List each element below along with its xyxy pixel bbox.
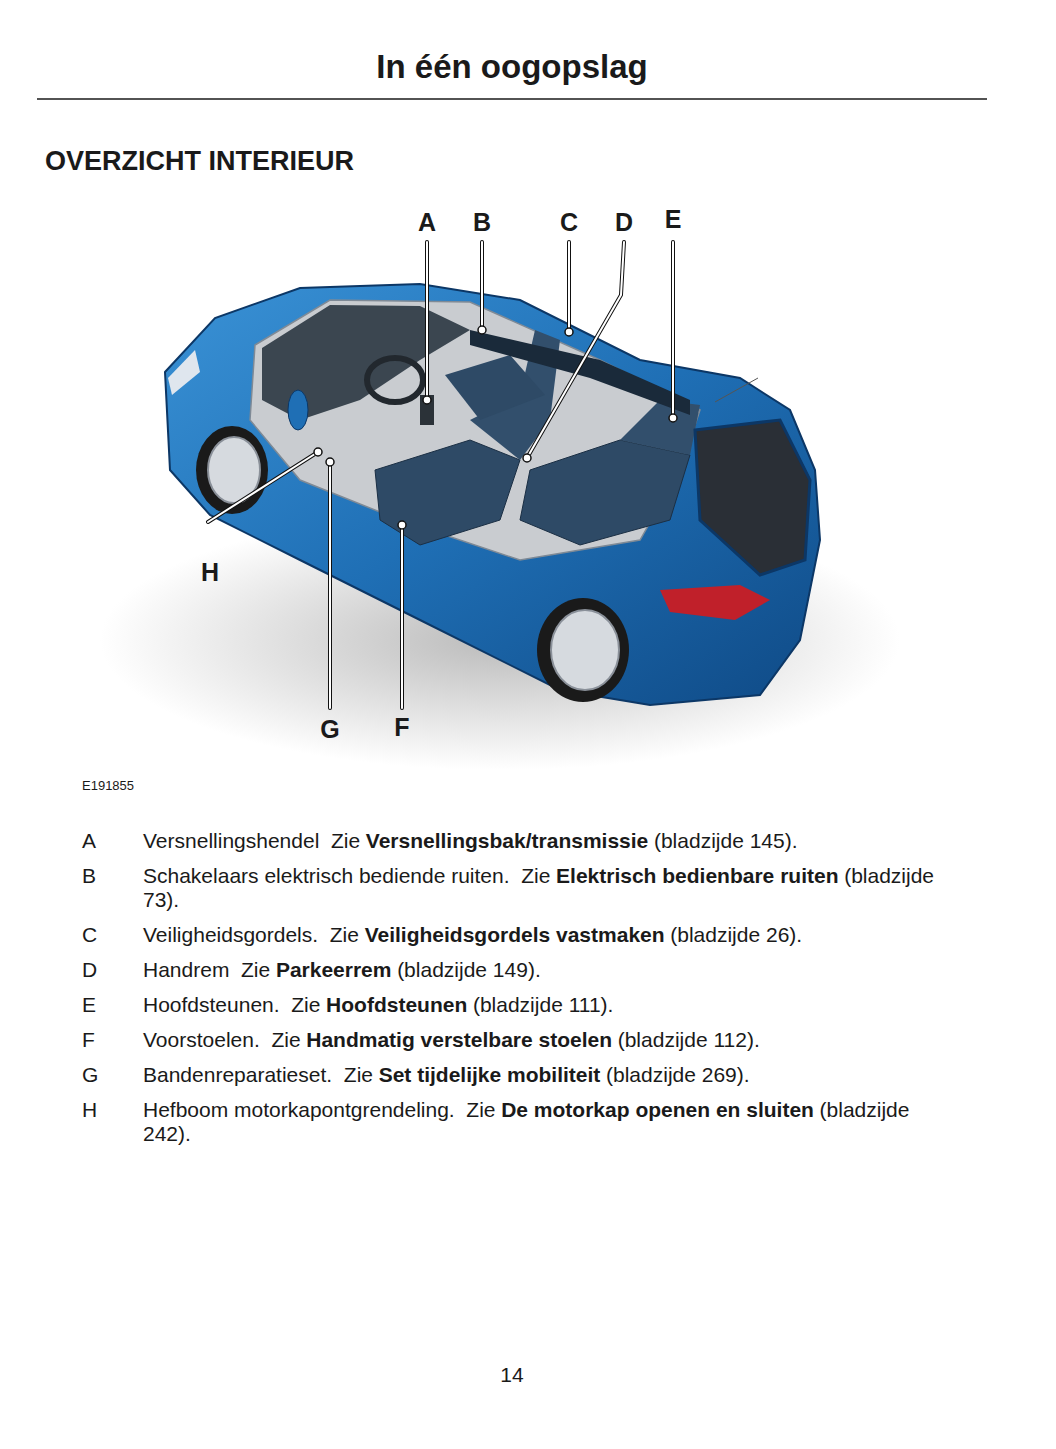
callout-letter: A [418, 210, 436, 235]
interior-floor [250, 300, 700, 560]
item-body: Versnellingshendel Zie Versnellingsbak/tr… [143, 829, 962, 853]
item-text: Veiligheidsgordels. Zie [143, 923, 359, 946]
rear-wheel [537, 598, 629, 702]
page-reference: (bladzijde 111). [473, 993, 613, 1016]
item-text: Schakelaars elektrisch bediende ruiten. … [143, 864, 550, 887]
item-body: Voorstoelen. ZieHandmatig verstelbare st… [143, 1028, 962, 1052]
side-mirror [288, 390, 308, 430]
door-panel [470, 330, 690, 415]
front-wheel [196, 426, 268, 514]
section-title: OVERZICHT INTERIEUR [45, 146, 354, 177]
item-reference: De motorkap openen en sluiten [501, 1098, 814, 1121]
headlight [168, 350, 200, 395]
car-body [165, 284, 820, 705]
rear-window [695, 420, 810, 575]
item-body: Schakelaars elektrisch bediende ruiten. … [143, 864, 962, 912]
list-item: GBandenreparatieset. Zie Set tijdelijke m… [82, 1063, 962, 1087]
rear-rim [551, 610, 619, 690]
figure-code: E191855 [82, 778, 134, 793]
item-reference: Set tijdelijke mobiliteit [379, 1063, 601, 1086]
list-item: CVeiligheidsgordels. ZieVeiligheidsgorde… [82, 923, 962, 947]
item-reference: Versnellingsbak/transmissie [366, 829, 648, 852]
item-list: AVersnellingshendel Zie Versnellingsbak/t… [82, 829, 962, 1157]
page-reference: (bladzijde 26). [670, 923, 802, 946]
header-rule [37, 98, 987, 100]
steering-wheel [367, 358, 423, 402]
item-body: Handrem Zie Parkeerrem(bladzijde 149). [143, 958, 962, 982]
page-reference: (bladzijde 269). [606, 1063, 750, 1086]
item-text: Bandenreparatieset. Zie [143, 1063, 373, 1086]
front-seat [375, 440, 520, 545]
item-letter: H [82, 1098, 143, 1146]
list-item: DHandrem Zie Parkeerrem(bladzijde 149). [82, 958, 962, 982]
item-body: Hefboom motorkapontgrendeling. ZieDe mot… [143, 1098, 962, 1146]
leader-line [208, 242, 673, 708]
item-letter: A [82, 829, 143, 853]
item-letter: D [82, 958, 143, 982]
item-text: Hoofdsteunen. Zie [143, 993, 320, 1016]
item-text: Hefboom motorkapontgrendeling. Zie [143, 1098, 496, 1121]
list-item: BSchakelaars elektrisch bediende ruiten.… [82, 864, 962, 912]
item-letter: F [82, 1028, 143, 1052]
item-reference: Hoofdsteunen [326, 993, 467, 1016]
item-body: Hoofdsteunen. Zie Hoofdsteunen (bladzijde … [143, 993, 962, 1017]
tail-light [660, 585, 770, 620]
gear-lever [420, 395, 434, 425]
page-number: 14 [500, 1363, 523, 1387]
item-letter: E [82, 993, 143, 1017]
item-letter: G [82, 1063, 143, 1087]
leader-dot [314, 326, 677, 529]
item-body: Veiligheidsgordels. Zie Veiligheidsgordel… [143, 923, 962, 947]
callout-letter: F [394, 715, 409, 740]
page-reference: (bladzijde 145). [654, 829, 798, 852]
item-reference: Handmatig verstelbare stoelen [306, 1028, 612, 1051]
callout-letter: B [473, 210, 491, 235]
item-reference: Veiligheidsgordels vastmaken [365, 923, 665, 946]
callout-letter: G [320, 717, 339, 742]
list-item: HHefboom motorkapontgrendeling. ZieDe mo… [82, 1098, 962, 1146]
list-item: FVoorstoelen. ZieHandmatig verstelbare s… [82, 1028, 962, 1052]
leader-outline [208, 242, 673, 708]
page-reference: (bladzijde 112). [618, 1028, 760, 1051]
item-reference: Elektrisch bedienbare ruiten [556, 864, 838, 887]
item-letter: B [82, 864, 143, 912]
callout-letter: E [665, 207, 682, 232]
callout-letter: D [615, 210, 633, 235]
item-reference: Parkeerrem [276, 958, 392, 981]
rear-seat [520, 440, 690, 545]
front-seat [445, 355, 545, 420]
item-text: Versnellingshendel Zie [143, 829, 360, 852]
item-text: Voorstoelen. Zie [143, 1028, 301, 1051]
list-item: EHoofdsteunen. Zie Hoofdsteunen (bladzijde… [82, 993, 962, 1017]
callout-letter: H [201, 560, 219, 585]
item-text: Handrem Zie [143, 958, 270, 981]
item-body: Bandenreparatieset. Zie Set tijdelijke mo… [143, 1063, 962, 1087]
antenna [715, 378, 758, 402]
page-reference: (bladzijde 149). [397, 958, 541, 981]
callout-letter: C [560, 210, 578, 235]
item-letter: C [82, 923, 143, 947]
page-header: In één oogopslag [376, 48, 647, 86]
list-item: AVersnellingshendel Zie Versnellingsbak/t… [82, 829, 962, 853]
